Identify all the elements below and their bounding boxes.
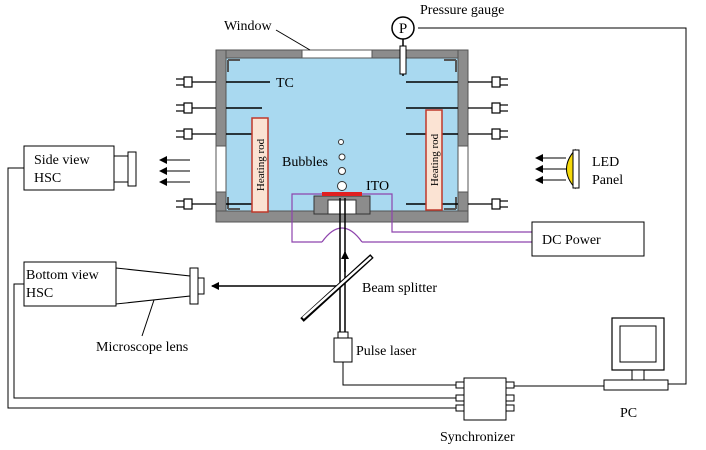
heating-rod-right	[425, 109, 443, 211]
bottom-view-label-1: Bottom view	[26, 268, 100, 283]
plug-icon	[468, 102, 508, 114]
pulse-laser	[333, 331, 353, 363]
sync-port	[455, 381, 465, 389]
led-light-arrows	[535, 154, 566, 184]
bubble	[338, 153, 346, 161]
bubbles-label: Bubbles	[282, 155, 328, 170]
ito-heater-assembly	[313, 192, 371, 215]
pulse-laser-body	[333, 337, 353, 363]
side-view-hsc	[23, 145, 137, 191]
chamber-right-wall	[457, 49, 469, 223]
plug-icon	[468, 128, 508, 140]
dc-power-wiring	[291, 193, 532, 243]
chamber-left-wall	[215, 49, 227, 223]
bubble	[338, 139, 344, 145]
bottomview-to-sync-wire	[13, 283, 456, 399]
beam-splitter-mirror-face	[302, 256, 372, 319]
microscope-lens-body	[115, 267, 191, 305]
sync-to-laser-wire	[342, 362, 456, 386]
microscope-lens-tip	[197, 277, 205, 295]
window	[301, 49, 373, 59]
gauge-dial	[391, 16, 415, 40]
plug-icon	[176, 198, 216, 210]
heating-rod-left-label: Heating rod	[255, 138, 267, 191]
synchronizer-label: Synchronizer	[440, 430, 515, 445]
side-view-label-2: HSC	[34, 171, 61, 186]
plug-icon	[176, 102, 216, 114]
sideview-to-sync-wire	[7, 167, 456, 409]
ito-film	[322, 192, 362, 196]
ito-label: ITO	[366, 179, 389, 194]
ito-mount-window	[327, 199, 357, 215]
pulse-laser-label: Pulse laser	[356, 344, 417, 359]
pulse-laser-head	[337, 331, 349, 339]
bottom-view-hsc-body	[23, 261, 117, 307]
side-view-hsc-body	[23, 145, 115, 191]
tc-label: TC	[276, 76, 294, 91]
pc-screen	[619, 325, 657, 363]
side-view-hsc-lens-cap	[127, 151, 137, 187]
led-label-1: LED	[592, 155, 619, 170]
corner-bracket	[227, 197, 240, 210]
microscope-lens-leader	[141, 299, 155, 337]
pc-base	[603, 379, 669, 391]
optical-path	[211, 198, 374, 332]
dc-wire-outer	[291, 193, 322, 243]
sync-port	[505, 381, 515, 389]
synchronizer	[455, 377, 515, 421]
led-lamp-base	[572, 149, 580, 189]
beam-splitter-label: Beam splitter	[362, 281, 437, 296]
bottom-view-label-2: HSC	[26, 286, 53, 301]
bubble	[337, 181, 347, 191]
sync-port	[505, 404, 515, 412]
transmitted-light-arrows	[159, 156, 190, 186]
led-panel	[566, 148, 580, 190]
plug-icon	[176, 76, 216, 88]
gauge-symbol: P	[399, 21, 407, 37]
window-label: Window	[224, 19, 273, 34]
gauge-stem-body	[399, 45, 407, 75]
pressure-gauge: P	[391, 16, 415, 76]
side-view-label-1: Side view	[34, 153, 90, 168]
pc-computer	[603, 317, 669, 391]
bubbles	[337, 139, 347, 191]
heating-rod-right-label: Heating rod	[429, 133, 441, 186]
corner-bracket	[444, 197, 457, 210]
side-window-left	[215, 145, 227, 193]
led-label-2: Panel	[592, 173, 623, 188]
dc-wire-inner	[362, 193, 532, 233]
connector-plugs	[176, 76, 508, 210]
pc-label: PC	[620, 406, 637, 421]
heating-rod-left	[251, 117, 269, 213]
dc-power-label: DC Power	[542, 233, 601, 248]
corner-bracket	[444, 59, 457, 72]
sync-port	[505, 394, 515, 402]
sync-port	[455, 394, 465, 402]
plug-icon	[468, 198, 508, 210]
wiring	[7, 27, 687, 409]
window-leader	[275, 29, 311, 51]
bubble	[338, 167, 346, 175]
corner-bracket	[227, 59, 240, 72]
dc-power-box	[531, 221, 645, 257]
microscope-lens-ring	[189, 267, 199, 305]
dc-wire-arc	[321, 227, 363, 243]
side-window-right	[457, 145, 469, 193]
synchronizer-body	[463, 377, 507, 421]
chamber-top-wall-left	[215, 49, 303, 59]
bottom-view-hsc	[23, 261, 205, 337]
gauge-to-pc-wire	[418, 27, 687, 385]
side-view-hsc-lens	[113, 155, 129, 183]
pressure-gauge-label: Pressure gauge	[420, 3, 504, 18]
chamber-top-wall-right	[371, 49, 469, 59]
plug-icon	[468, 76, 508, 88]
plug-icon	[176, 128, 216, 140]
sync-port	[455, 404, 465, 412]
pc-stand	[631, 369, 645, 381]
microscope-lens-label: Microscope lens	[96, 340, 188, 355]
